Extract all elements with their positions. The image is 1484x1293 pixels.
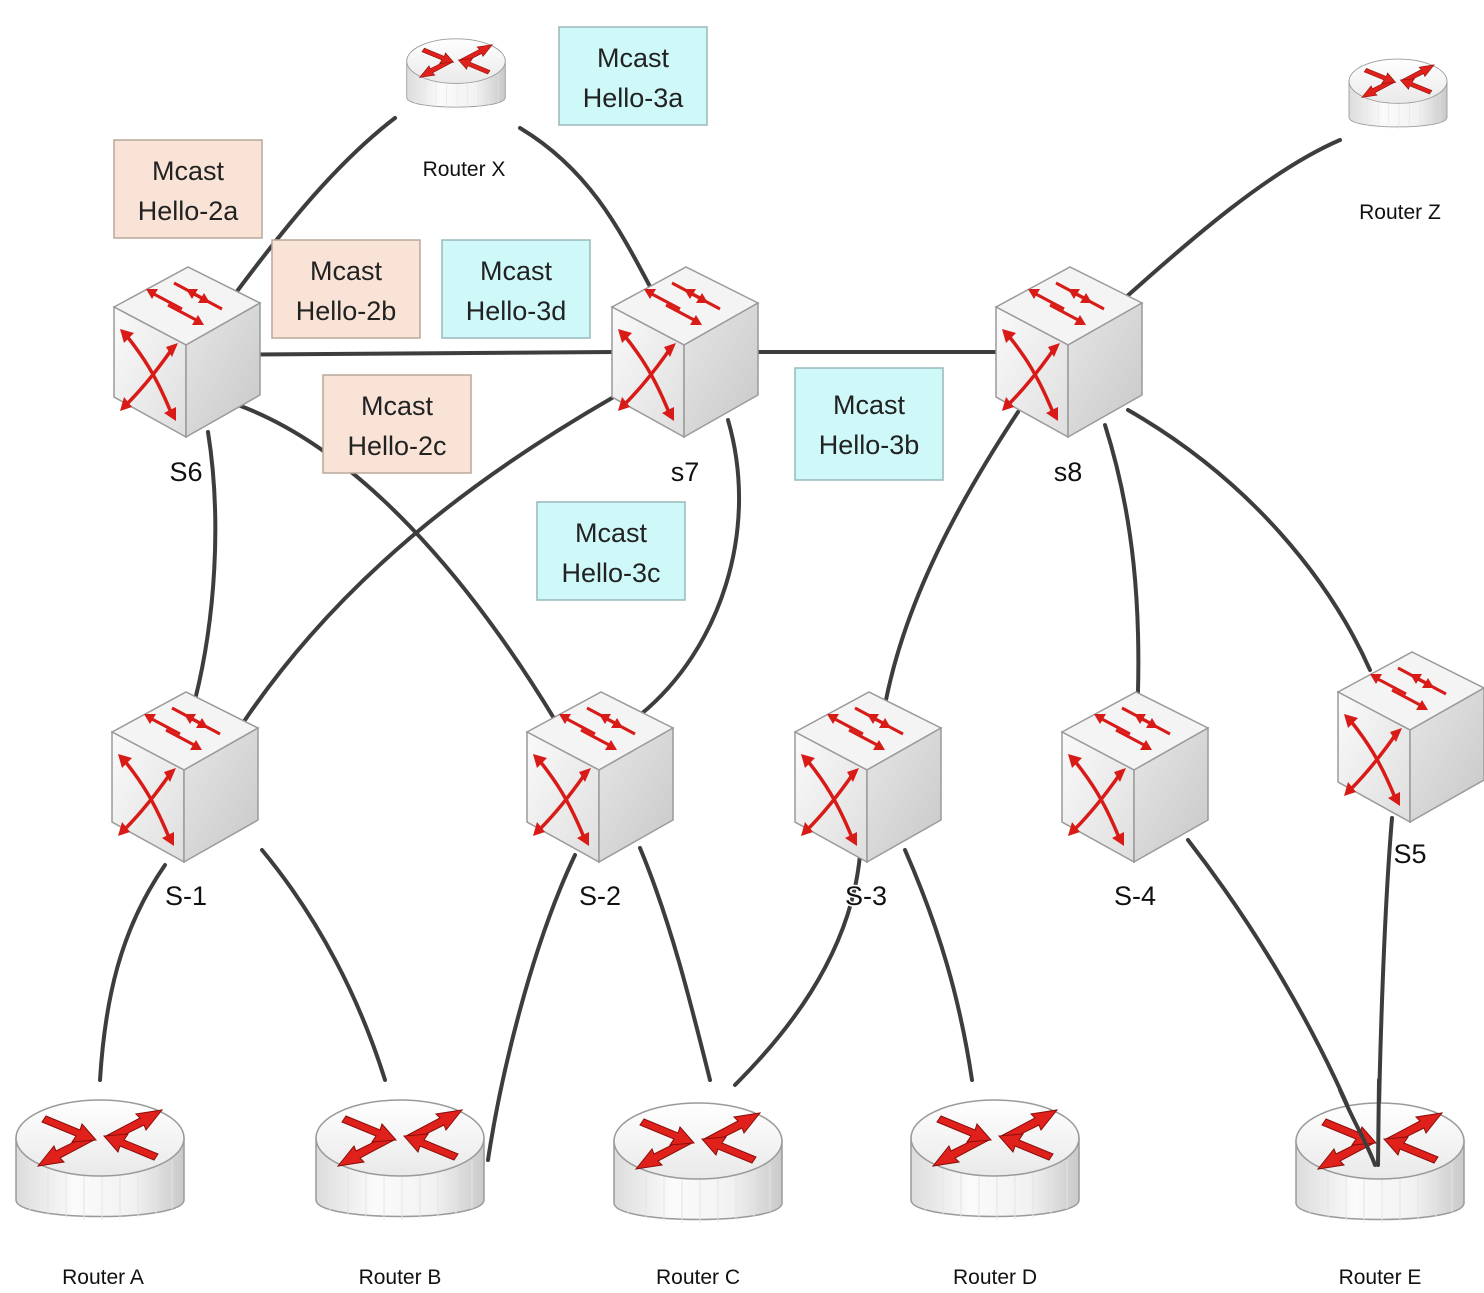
message-line2: Hello-3c (561, 558, 660, 588)
router-d-icon (910, 1099, 1080, 1221)
link-s6-s1 (193, 430, 218, 702)
link-s7-s1 (243, 396, 614, 722)
message-line1: Mcast (361, 391, 434, 421)
message-line2: Hello-3b (819, 430, 920, 460)
message-line1: Mcast (597, 43, 670, 73)
message-box-hello-3b: Mcast Hello-3b (794, 367, 944, 481)
link-s3-routerc (733, 853, 862, 1087)
link-s8-s4 (1103, 423, 1141, 694)
router-b-icon (315, 1099, 485, 1221)
router-x-label: Router X (423, 158, 506, 181)
message-line1: Mcast (575, 518, 648, 548)
switch-s4-icon (1060, 690, 1210, 864)
router-c-label: Router C (656, 1266, 740, 1289)
link-s6-routerx (230, 116, 397, 300)
switch-s5-icon (1336, 650, 1484, 824)
message-line1: Mcast (480, 256, 553, 286)
link-s1-routera (98, 863, 167, 1082)
switch-s3-icon (793, 690, 943, 864)
router-b-label: Router B (359, 1266, 442, 1289)
router-z-label: Router Z (1359, 201, 1441, 224)
switch-s6-icon (112, 265, 262, 439)
link-s8-s3 (883, 410, 1020, 707)
link-s8-routerz (1123, 138, 1342, 300)
router-x-icon (406, 38, 506, 110)
switch-s2-icon (525, 690, 675, 864)
router-d-label: Router D (953, 1266, 1037, 1289)
link-s1-routerb (260, 848, 387, 1082)
link-s3-routerd (903, 848, 974, 1082)
router-z-icon (1348, 58, 1448, 130)
switch-s7-icon (610, 265, 760, 439)
link-routerx-s7 (518, 126, 657, 298)
switch-s6-label: S6 (169, 457, 202, 487)
message-line2: Hello-2b (296, 296, 397, 326)
message-boxes: Mcast Hello-2a Mcast Hello-2b Mcast Hell… (113, 26, 944, 601)
message-box-hello-3d: Mcast Hello-3d (441, 239, 591, 339)
links (98, 116, 1394, 1164)
message-line1: Mcast (152, 156, 225, 186)
message-box-hello-2c: Mcast Hello-2c (322, 374, 472, 474)
switch-s1-label: S-1 (165, 881, 207, 911)
labels: Router X Router Z Router A Router B Rout… (61, 157, 1443, 1291)
message-box-hello-3c: Mcast Hello-3c (536, 501, 686, 601)
message-line2: Hello-2a (138, 196, 240, 226)
router-e-link-overlay (1338, 1078, 1381, 1167)
switch-s4-label: S-4 (1114, 881, 1156, 911)
link-s2-routerb (486, 853, 577, 1162)
router-a-icon (15, 1099, 185, 1221)
message-line1: Mcast (310, 256, 383, 286)
link-s6-s2 (236, 403, 557, 722)
message-line2: Hello-2c (347, 431, 446, 461)
switch-s7-label: s7 (671, 457, 700, 487)
switch-s8-label: s8 (1054, 457, 1083, 487)
message-box-hello-2a: Mcast Hello-2a (113, 139, 263, 239)
switch-s2-label: S-2 (579, 881, 621, 911)
link-s8-s5 (1126, 408, 1372, 672)
router-c-icon (613, 1102, 783, 1224)
router-e-label: Router E (1339, 1266, 1422, 1289)
switch-s3-label: S-3 (845, 881, 887, 911)
router-a-label: Router A (62, 1266, 144, 1289)
message-line2: Hello-3d (466, 296, 567, 326)
switch-s1-icon (110, 690, 260, 864)
message-box-hello-2b: Mcast Hello-2b (271, 239, 421, 339)
switch-s5-label: S5 (1393, 839, 1426, 869)
link-s2-routerc (638, 846, 712, 1082)
message-line1: Mcast (833, 390, 906, 420)
message-line2: Hello-3a (583, 83, 685, 113)
switches (110, 265, 1484, 864)
link-s7-s2 (638, 418, 741, 717)
message-box-hello-3a: Mcast Hello-3a (558, 26, 708, 126)
